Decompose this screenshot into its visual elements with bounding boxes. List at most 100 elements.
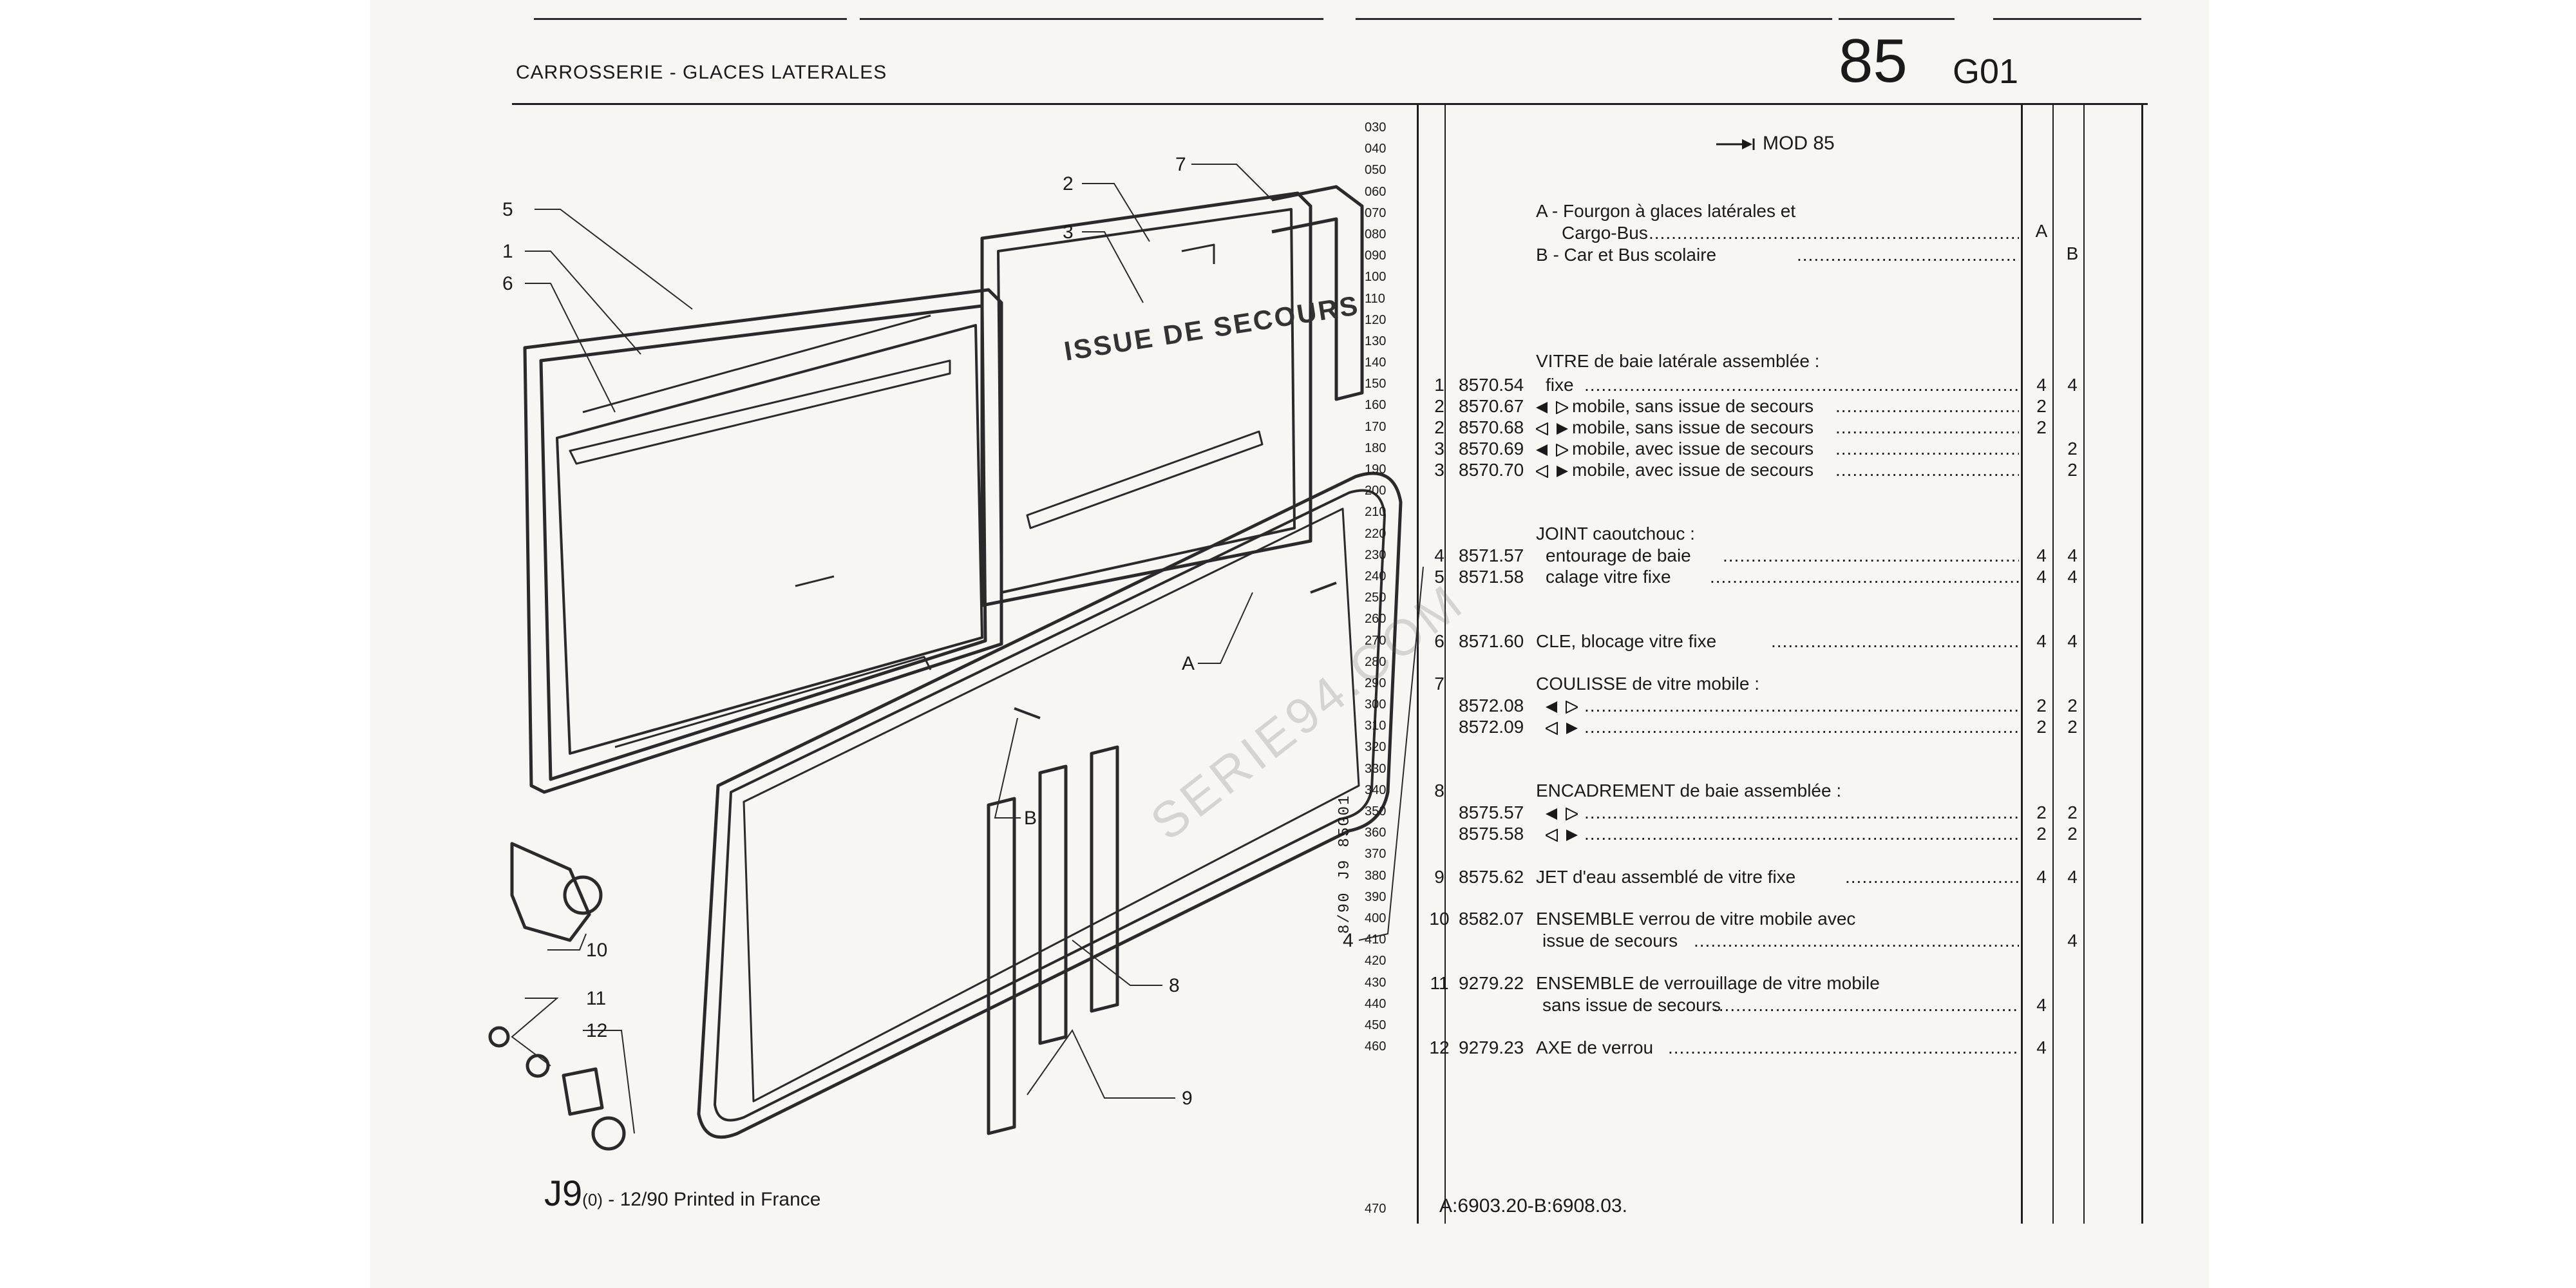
callout-10: 10	[586, 940, 607, 961]
dot-leader: ........................................…	[1835, 460, 2019, 480]
part-desc: mobile, avec issue de secours	[1536, 439, 1814, 459]
part-number: 8571.60	[1459, 631, 1524, 651]
part-desc: ENSEMBLE de verrouillage de vitre mobile	[1536, 973, 1880, 993]
qty-a: 2	[2036, 824, 2047, 844]
qty-b: 4	[2067, 867, 2078, 887]
glass-detail	[795, 575, 835, 587]
lock-axle-12	[591, 1116, 626, 1151]
group-code: G01	[1953, 52, 2019, 91]
col-rule-1	[1417, 103, 1419, 1224]
qty-a: 2	[2036, 696, 2047, 715]
leader-1	[525, 251, 641, 355]
dot-leader: ........................................…	[1649, 223, 2019, 243]
line-no: 180	[1365, 440, 1387, 455]
part-desc-text: mobile, avec issue de secours	[1572, 460, 1814, 480]
qty-a: 4	[2036, 545, 2047, 565]
leader-5	[535, 209, 693, 310]
part-desc: mobile, avec issue de secours	[1536, 460, 1814, 480]
part-number: 8572.09	[1459, 717, 1524, 737]
slide-profile-9c	[1090, 745, 1119, 1013]
window-seal-4	[714, 489, 1386, 1122]
part-desc-text: mobile, avec issue de secours	[1572, 439, 1814, 459]
callout-b: B	[1024, 808, 1037, 829]
part-number: 8575.57	[1459, 802, 1524, 822]
top-rule-5	[1993, 18, 2141, 20]
slide-profile-9b	[1038, 764, 1068, 1045]
ref-number: 2	[1434, 396, 1444, 416]
line-no: 290	[1365, 676, 1387, 690]
ref-number: 2	[1434, 417, 1444, 437]
footer-print-info: - 12/90 Printed in France	[602, 1189, 821, 1210]
part-desc-text: mobile, sans issue de secours	[1572, 417, 1814, 437]
section-title: CARROSSERIE - GLACES LATERALES	[516, 62, 887, 83]
ref-number: 3	[1434, 439, 1444, 459]
slide-profile-9a	[987, 797, 1016, 1135]
line-no: 030	[1365, 120, 1387, 135]
line-no: 090	[1365, 249, 1387, 263]
line-no: 130	[1365, 334, 1387, 348]
part-number: 8582.07	[1459, 909, 1524, 929]
part-number: 8570.54	[1459, 375, 1524, 395]
line-no: 340	[1365, 782, 1387, 797]
qty-a: 2	[2036, 802, 2047, 822]
qty-a: 2	[2036, 417, 2047, 437]
qty-b: 2	[2067, 696, 2078, 715]
line-no: 350	[1365, 804, 1387, 819]
part-desc: calage vitre fixe	[1546, 567, 1671, 587]
fixed-window-seal	[523, 288, 1003, 794]
qty-a: 4	[2036, 995, 2047, 1015]
jet-strip	[614, 656, 932, 748]
line-no: 270	[1365, 633, 1387, 648]
lock-knob	[563, 875, 603, 915]
line-no: 460	[1365, 1039, 1387, 1054]
left-right-arrow-icon	[1546, 828, 1578, 842]
rail-clip	[1181, 243, 1215, 264]
ref-number: 4	[1434, 545, 1444, 565]
ref-number: 11	[1430, 973, 1449, 993]
top-rule-4	[1839, 18, 1955, 20]
frame-opening	[743, 507, 1360, 1103]
ref-number: 10	[1429, 909, 1450, 929]
dot-leader: ........................................…	[1584, 824, 2019, 844]
col-rule-3	[2021, 103, 2023, 1224]
qty-b: 4	[2067, 545, 2078, 565]
leader-4	[1358, 566, 1424, 941]
line-no: 360	[1365, 826, 1387, 840]
ref-number: 1	[1434, 375, 1444, 395]
line-no: 080	[1365, 227, 1387, 242]
left-right-arrow-icon	[1536, 422, 1568, 435]
line-numbers: 030 040 050 060 070 080 090 100 110 120 …	[1365, 117, 1419, 1057]
qty-a: 4	[2036, 1037, 2047, 1057]
leader-10	[547, 933, 587, 951]
part-desc: issue de secours	[1542, 931, 1678, 951]
arrow-right-icon	[1716, 138, 1755, 151]
qty-b: 2	[2067, 824, 2078, 844]
qty-a: 2	[2036, 717, 2047, 737]
vertical-code-date: 8/90	[1336, 891, 1354, 934]
part-number: 8570.68	[1459, 417, 1524, 437]
col-rule-2	[1444, 103, 1446, 1224]
leader-b	[994, 717, 1021, 819]
line-no: 310	[1365, 719, 1387, 734]
callout-a: A	[1182, 653, 1195, 674]
line-no: 380	[1365, 868, 1387, 883]
ref-number: 5	[1434, 567, 1444, 587]
leader-6	[525, 283, 616, 413]
line-no: 240	[1365, 569, 1387, 583]
dot-leader: ........................................…	[1835, 439, 2019, 459]
dot-leader: ........................................…	[1845, 867, 2019, 887]
part-number: 8575.58	[1459, 824, 1524, 844]
callout-5: 5	[502, 199, 513, 220]
qty-a: 4	[2036, 867, 2047, 887]
line-no: 260	[1365, 612, 1387, 627]
part-desc: fixe	[1546, 375, 1574, 395]
fixed-window-inner-seal	[539, 304, 987, 781]
variant-b-line: B - Car et Bus scolaire	[1536, 245, 1717, 265]
ref-number: 6	[1434, 631, 1444, 651]
part-desc-text: mobile, sans issue de secours	[1572, 396, 1814, 416]
leader-12	[583, 1030, 635, 1134]
line-no: 430	[1365, 975, 1387, 990]
part-desc: mobile, sans issue de secours	[1536, 396, 1814, 417]
line-no: 390	[1365, 889, 1387, 904]
qty-b: 2	[2067, 717, 2078, 737]
